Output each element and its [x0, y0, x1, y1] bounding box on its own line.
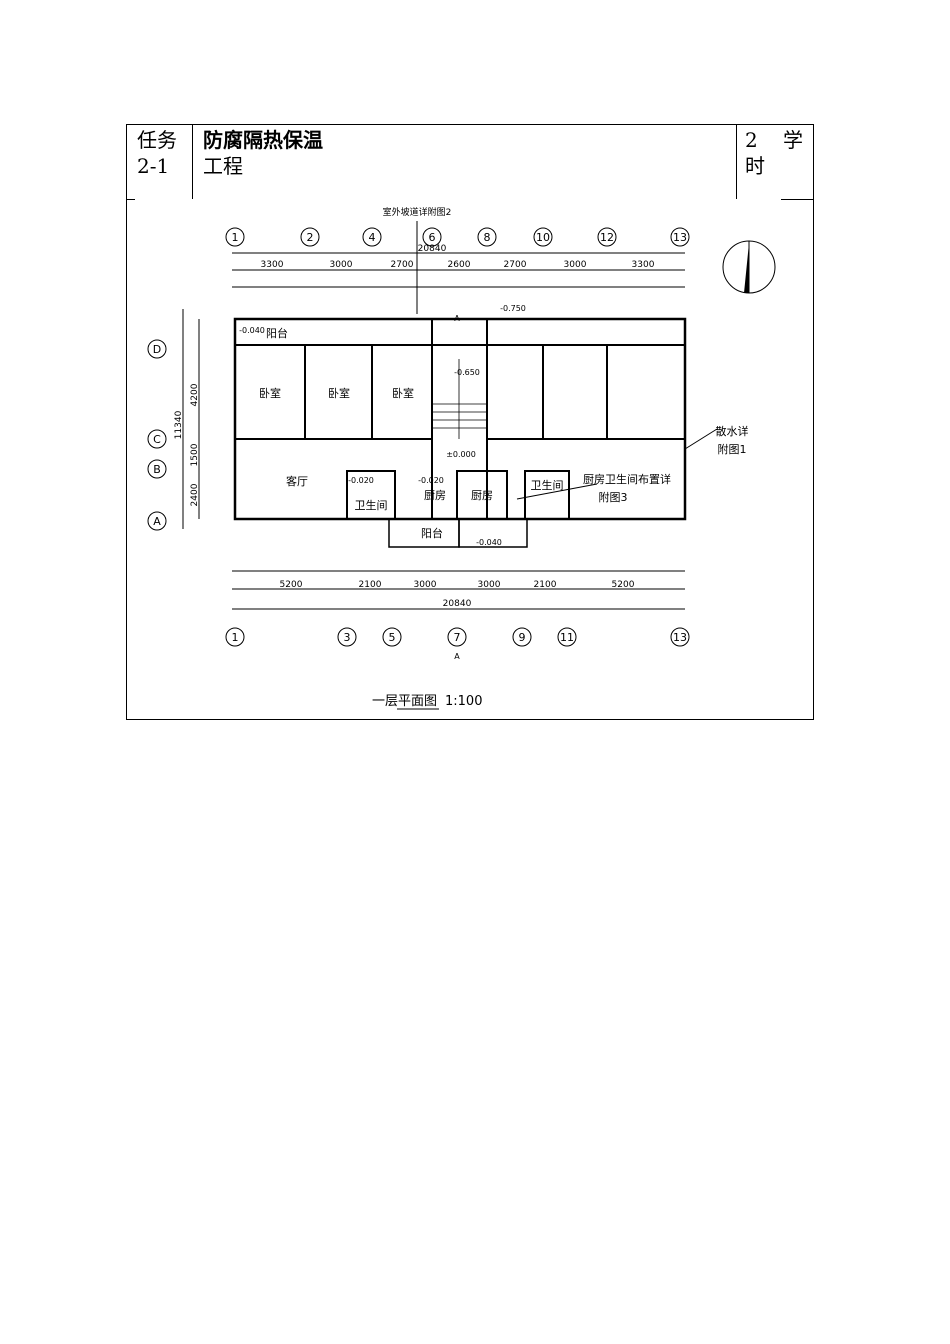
axis-label: 3 [344, 631, 351, 644]
room-label: 阳台 [266, 326, 288, 340]
dimension: 2700 [391, 260, 414, 270]
room-label: 厨房 [471, 489, 493, 502]
dimension: 5200 [612, 580, 635, 590]
header-rule-right [781, 199, 813, 200]
dimension-total-left: 11340 [174, 410, 184, 439]
axis-label: 8 [484, 231, 491, 244]
room-label: 卧室 [328, 386, 350, 400]
room-label: 厨房 [424, 489, 446, 502]
elevation: -0.020 [348, 476, 374, 485]
room-label: 卫生间 [355, 498, 388, 512]
dimension: 3000 [414, 580, 437, 590]
dimension: 3300 [632, 260, 655, 270]
section-mark: A [454, 652, 460, 661]
task-code: 2-1 [137, 154, 170, 178]
axis-label: 11 [560, 631, 574, 644]
dimension: 3000 [564, 260, 587, 270]
room-label: 客厅 [286, 474, 308, 488]
room-label: 卧室 [259, 386, 281, 400]
axis-label: 13 [673, 631, 687, 644]
header-rule-left [127, 199, 135, 200]
axis-label: 4 [369, 231, 376, 244]
floor-plan-drawing: 1 2 4 6 8 10 12 13 1 3 5 7 9 11 13 D C B… [147, 206, 776, 710]
drawing-scale: 1:100 [445, 694, 482, 709]
note: 附图1 [718, 442, 747, 456]
dimension: 3000 [478, 580, 501, 590]
axis-label: D [153, 343, 161, 356]
drawing-caption: 一层平面图 [372, 694, 437, 709]
axis-label: 13 [673, 231, 687, 244]
axis-label: B [153, 463, 161, 476]
axis-label: A [153, 515, 161, 528]
note: 厨房卫生间布置详 [583, 472, 671, 486]
elevation: -0.750 [500, 304, 526, 313]
total-dimension: 20840 [418, 244, 447, 254]
elevation: -0.650 [454, 368, 480, 377]
dimension: 5200 [280, 580, 303, 590]
task-cell [127, 125, 193, 199]
axis-label: 1 [232, 631, 239, 644]
hours-cell: 2 学 时 [745, 127, 803, 179]
task-number: 任务 2-1 [137, 127, 177, 179]
top-note: 室外坡道详附图2 [383, 206, 452, 218]
hours-unit-2: 时 [745, 154, 765, 178]
axis-label: 12 [600, 231, 614, 244]
dimension: 2600 [448, 260, 471, 270]
axis-label: 9 [519, 631, 526, 644]
dimension: 2100 [359, 580, 382, 590]
room-label: 卫生间 [531, 478, 564, 492]
title-line-2: 工程 [203, 154, 243, 178]
title-line-1: 防腐隔热保温 [203, 128, 323, 152]
dimension: 3000 [330, 260, 353, 270]
elevation: -0.040 [476, 538, 502, 547]
axis-label: 6 [429, 231, 436, 244]
section-mark: A [454, 314, 460, 323]
dimension: 3300 [261, 260, 284, 270]
hours-number: 2 [745, 128, 758, 152]
elevation: -0.040 [239, 326, 265, 335]
task-title: 防腐隔热保温 工程 [203, 127, 323, 179]
task-label: 任务 [137, 128, 177, 152]
axis-label: 10 [536, 231, 550, 244]
dimension: 2700 [504, 260, 527, 270]
elevation: -0.020 [418, 476, 444, 485]
axis-label: 1 [232, 231, 239, 244]
axis-label: 5 [389, 631, 396, 644]
dimension: 1500 [190, 443, 200, 466]
room-label: 卧室 [392, 386, 414, 400]
dimension: 2400 [190, 483, 200, 506]
hours-unit-1: 学 [783, 128, 803, 152]
axis-label: C [153, 433, 161, 446]
hours-divider [736, 125, 737, 199]
room-label: 阳台 [421, 526, 443, 540]
worksheet-frame: 任务 2-1 防腐隔热保温 工程 2 学 时 [126, 124, 814, 720]
dimension: 2100 [534, 580, 557, 590]
axis-label: 2 [307, 231, 314, 244]
total-dimension-bottom: 20840 [443, 599, 472, 609]
elevation: ±0.000 [446, 450, 476, 459]
axis-label: 7 [454, 631, 461, 644]
dimension: 4200 [190, 383, 200, 406]
header-row: 任务 2-1 防腐隔热保温 工程 2 学 时 [127, 125, 813, 199]
note: 散水详 [716, 424, 749, 438]
note: 附图3 [599, 490, 628, 504]
